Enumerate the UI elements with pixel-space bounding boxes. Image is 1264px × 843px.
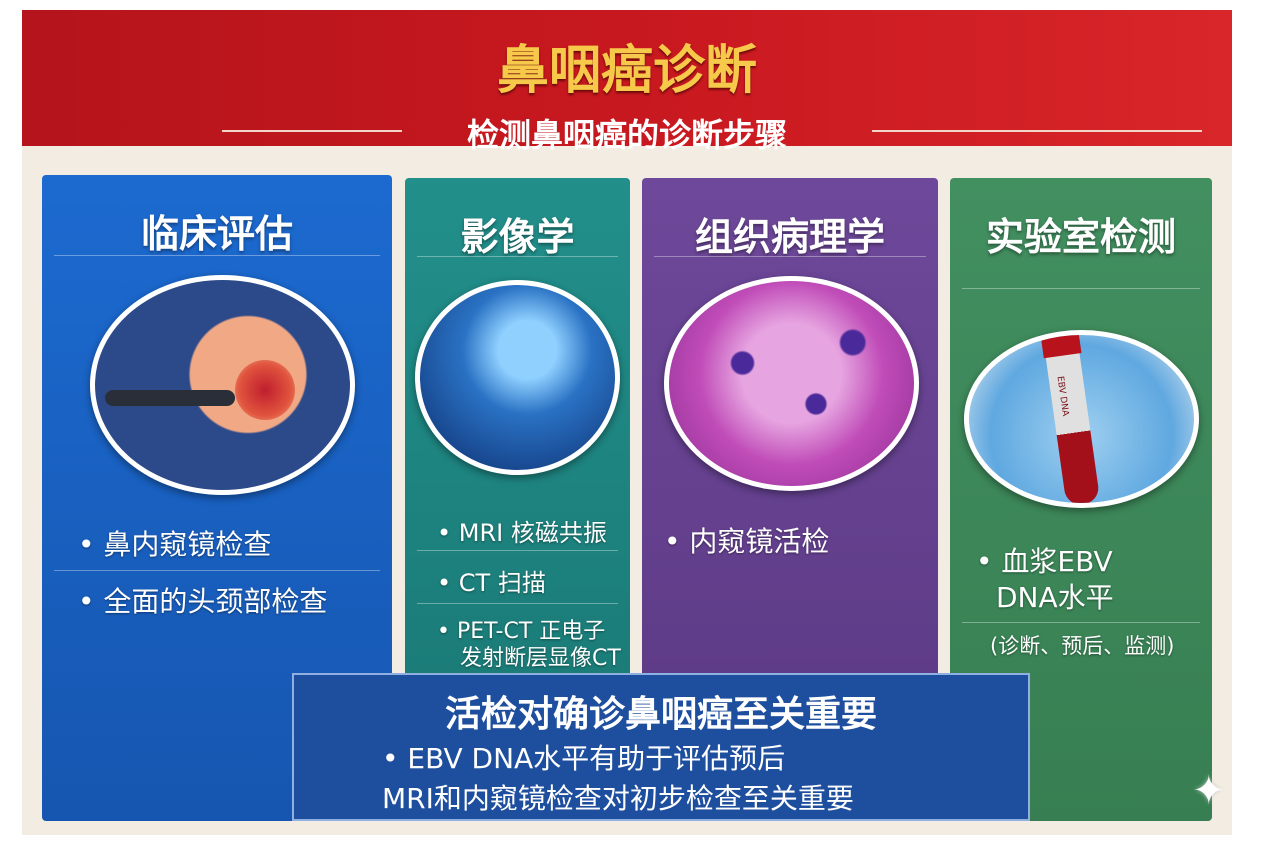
sparkle-icon: ✦: [1192, 768, 1226, 814]
mri-brain-image: [415, 280, 620, 475]
panel-title: 临床评估: [140, 212, 293, 256]
blood-tube-image: EBV DNA: [964, 330, 1199, 508]
panel-clinical-evaluation: 临床评估 • 鼻内窥镜检查 • 全面的头颈部检查: [42, 175, 392, 821]
panel-title: 组织病理学: [694, 215, 885, 259]
page-title: 鼻咽癌诊断: [496, 41, 757, 101]
panel-lab-tests: 实验室检测 EBV DNA • 血浆EBV DNA水平 (诊断、预后、监测): [950, 178, 1212, 821]
summary-line: MRI和内窥镜检查对初步检查至关重要: [382, 782, 854, 815]
panel-title: 影像学: [460, 215, 575, 259]
histology-image: [664, 276, 919, 491]
summary-box: 活检对确诊鼻咽癌至关重要 • EBV DNA水平有助于评估预后 MRI和内窥镜检…: [292, 673, 1030, 821]
panel-histopathology: 组织病理学 • 内窥镜活检: [642, 178, 938, 678]
list-item-note: (诊断、预后、监测): [990, 634, 1175, 658]
divider: [222, 130, 402, 132]
header-banner: 鼻咽癌诊断 检测鼻咽癌的诊断步骤: [22, 10, 1232, 154]
list-item-cont: 发射断层显像CT: [460, 646, 621, 671]
list-item: • 全面的头颈部检查: [78, 585, 328, 618]
page-subtitle: 检测鼻咽癌的诊断步骤: [466, 116, 787, 154]
panel-title: 实验室检测: [985, 215, 1176, 259]
list-item: • 鼻内窥镜检查: [78, 528, 272, 561]
divider: [872, 130, 1202, 132]
list-item: • 内窥镜活检: [664, 525, 830, 558]
list-item: • PET-CT 正电子: [437, 619, 606, 644]
list-item: • CT 扫描: [437, 569, 546, 597]
list-item: • MRI 核磁共振: [437, 519, 607, 547]
list-item-cont: DNA水平: [996, 581, 1114, 614]
summary-title: 活检对确诊鼻咽癌至关重要: [444, 694, 877, 735]
list-item: • 血浆EBV: [976, 545, 1113, 578]
tube-label: EBV DNA: [1054, 375, 1071, 417]
summary-line: • EBV DNA水平有助于评估预后: [382, 742, 786, 775]
panel-imaging: 影像学 • MRI 核磁共振 • CT 扫描 • PET-CT 正电子 发射断层…: [405, 178, 630, 678]
endoscopy-illustration: [90, 275, 355, 495]
